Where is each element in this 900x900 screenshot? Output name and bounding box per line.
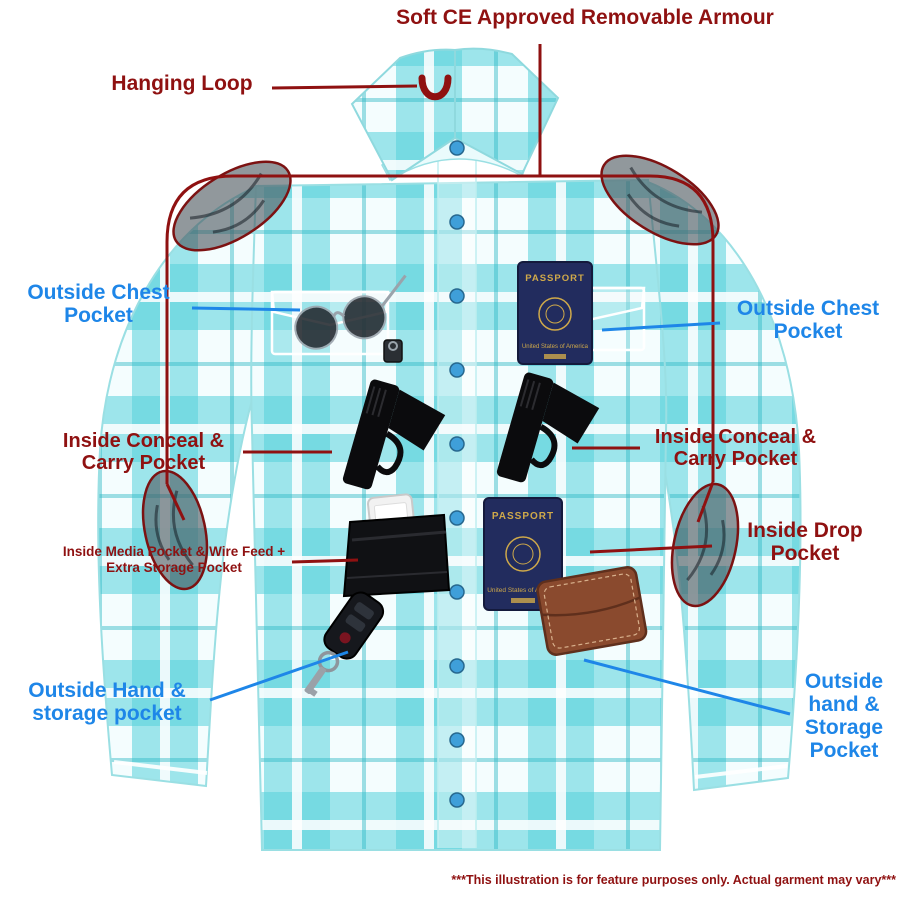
shirt-buttons — [449, 140, 465, 808]
drop-pocket-line — [589, 544, 713, 554]
label-inside-conceal-right: Inside Conceal & Carry Pocket — [654, 426, 817, 470]
small-clip-item — [383, 339, 403, 363]
passport-top-title: PASSPORT — [525, 273, 585, 284]
passport-top-icon: PASSPORT United States of America — [517, 261, 593, 365]
right-cuff-seam — [694, 764, 788, 779]
armour-frame-line — [165, 174, 715, 484]
red-callout-lines — [165, 44, 715, 564]
chest-right-line — [601, 321, 721, 332]
left-cuff-seam — [113, 760, 208, 775]
right-elbow-connector-line — [696, 481, 715, 523]
passport-bottom-subtitle: United States of America — [487, 587, 559, 594]
disclaimer-text: ***This illustration is for feature purp… — [451, 873, 896, 887]
hanging-loop-hook-icon — [418, 74, 452, 101]
label-hanging-loop: Hanging Loop — [111, 72, 253, 95]
label-outside-hand-right: Outside hand & Storage Pocket — [804, 670, 884, 763]
label-outside-hand-left: Outside Hand & storage pocket — [28, 679, 186, 726]
pistol-right-icon — [496, 372, 600, 483]
right-shoulder-armor-pad — [600, 154, 720, 246]
button-placket — [438, 148, 476, 848]
left-elbow-armor-pad — [141, 469, 209, 591]
hand-right-line — [583, 658, 791, 716]
hanging-loop-line — [271, 84, 418, 90]
chest-left-line — [191, 306, 301, 312]
label-outside-chest-right: Outside Chest Pocket — [736, 297, 880, 344]
label-inside-media: Inside Media Pocket & Wire Feed + Extra … — [62, 544, 286, 575]
key-fob-icon — [304, 591, 385, 697]
passport-top-subtitle: United States of America — [522, 344, 589, 350]
label-armour: Soft CE Approved Removable Armour — [396, 6, 774, 29]
blue-callout-lines — [191, 306, 791, 716]
passport-bottom-title: PASSPORT — [492, 511, 554, 522]
label-outside-chest-left: Outside Chest Pocket — [27, 281, 170, 328]
media-pouch-icon — [342, 513, 451, 598]
wallet-icon — [536, 566, 648, 656]
media-pocket-line — [291, 558, 359, 564]
left-elbow-connector-line — [165, 483, 186, 521]
collar-right-lapel — [454, 47, 560, 176]
sunglasses-icon — [294, 274, 407, 350]
hand-left-line — [209, 650, 349, 702]
pistol-left-icon — [342, 379, 446, 490]
label-inside-conceal-left: Inside Conceal & Carry Pocket — [62, 430, 225, 474]
label-inside-drop: Inside Drop Pocket — [747, 519, 863, 566]
